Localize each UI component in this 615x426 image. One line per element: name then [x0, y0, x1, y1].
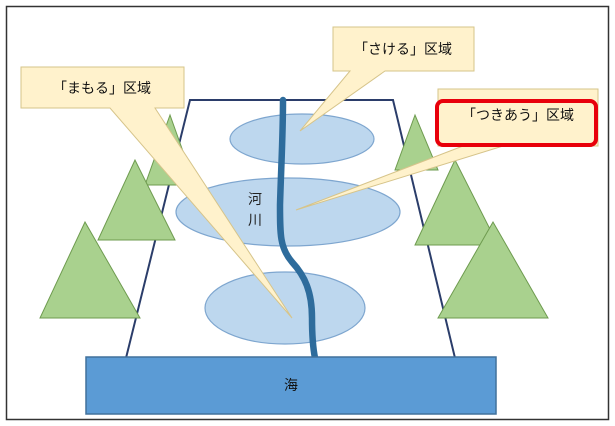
callout-avoid-label: 「さける」区域: [354, 42, 452, 58]
callout-protect: 「まもる」区域: [20, 66, 293, 319]
tree: [39, 220, 141, 319]
callout-engage: 「つきあう」区域: [295, 88, 599, 211]
callout-protect-label: 「まもる」区域: [53, 81, 151, 97]
tree: [437, 220, 549, 319]
tree: [414, 158, 499, 246]
sea-label: 海: [284, 378, 298, 394]
sea: [85, 356, 497, 415]
callout-engage-label: 「つきあう」区域: [462, 108, 574, 124]
zone-ellipse-avoid: [229, 113, 375, 165]
callout-avoid: 「さける」区域: [299, 26, 475, 132]
highlight-box: [435, 99, 598, 147]
tree: [97, 158, 176, 241]
river-label-char2: 川: [248, 213, 262, 229]
river: [276, 96, 319, 362]
trees-right: [394, 113, 549, 319]
river-label-char1: 河: [248, 192, 262, 208]
